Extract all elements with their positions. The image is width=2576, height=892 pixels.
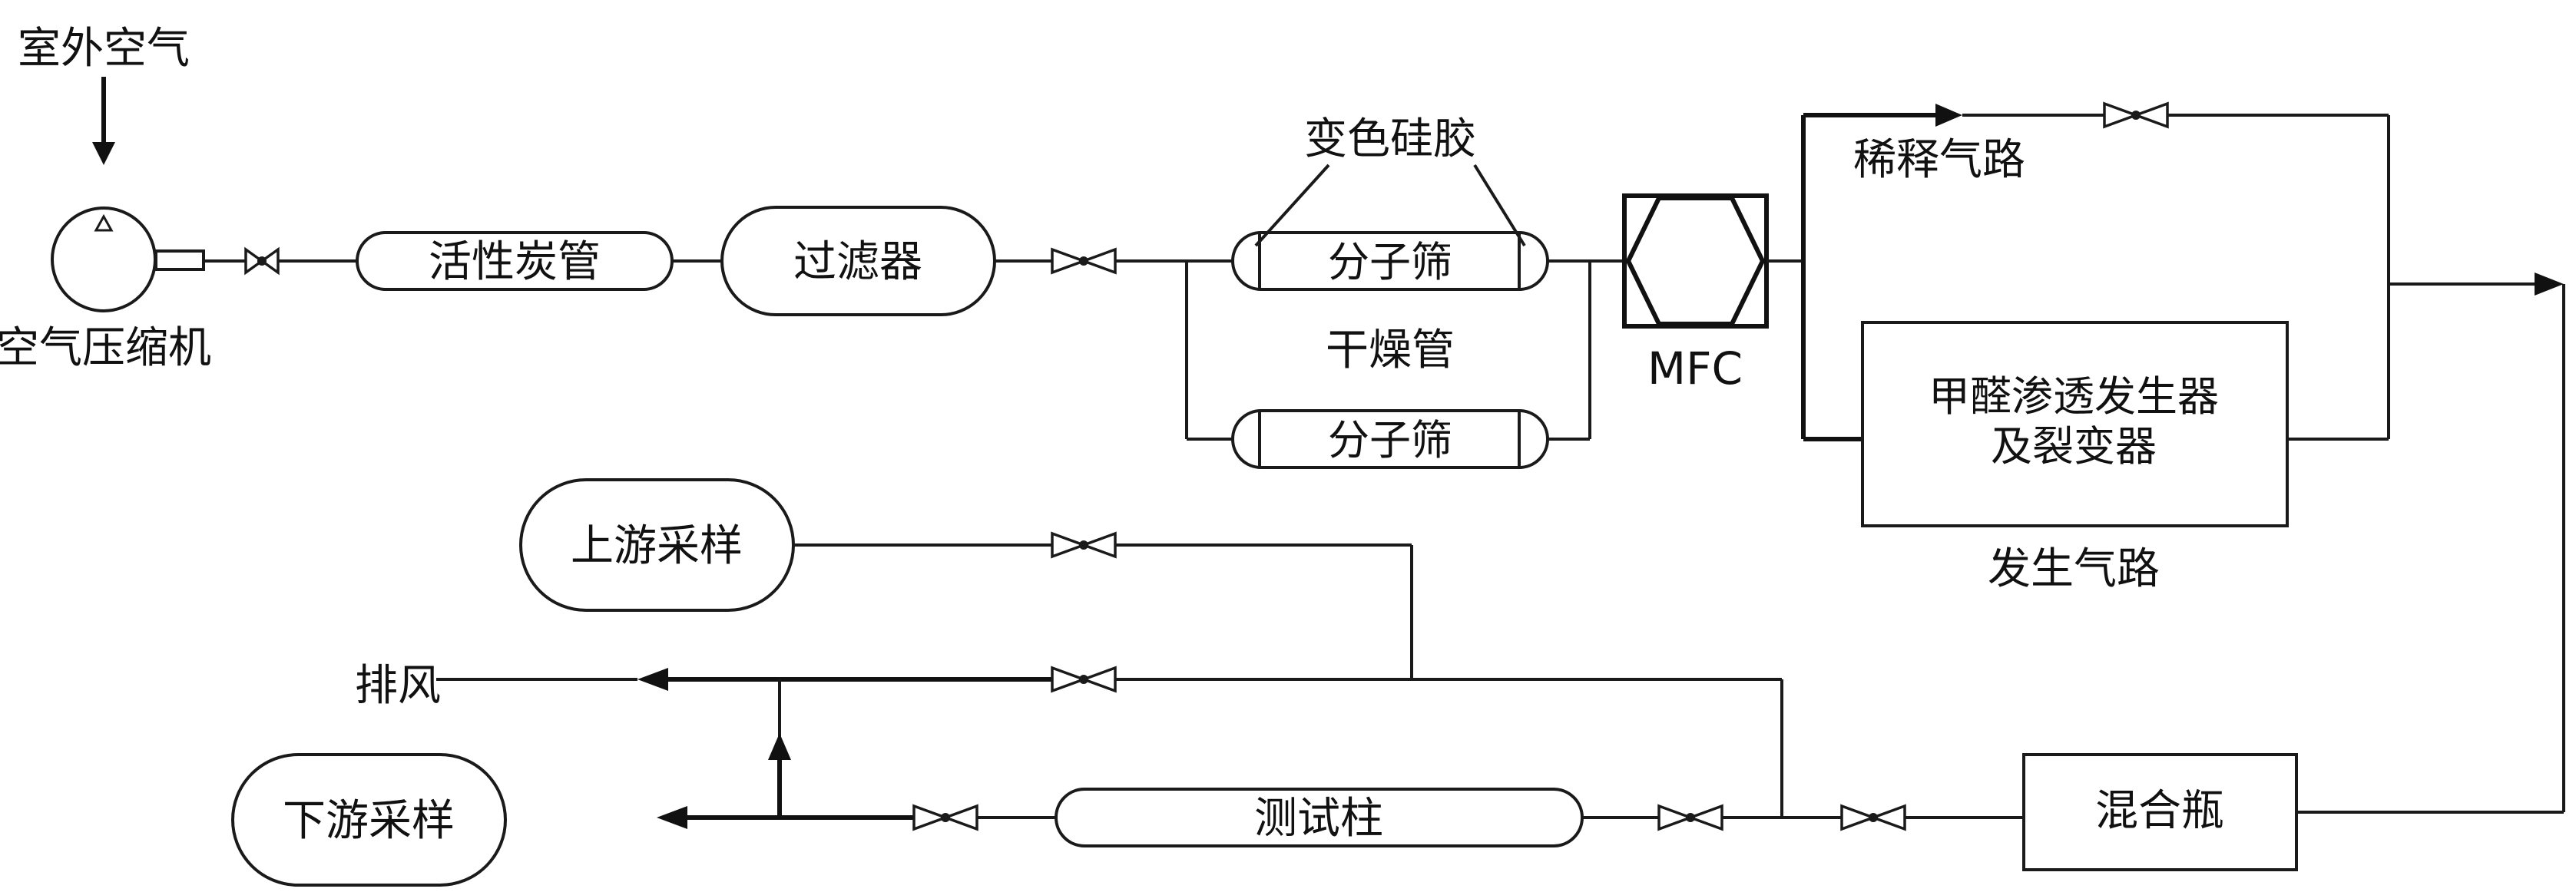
valve-8	[912, 804, 978, 831]
mfc-symbol	[1622, 193, 1769, 329]
valve-6	[1051, 531, 1117, 559]
downstream-sampling	[231, 753, 507, 887]
generator-label-line1: 甲醛渗透发生器	[1929, 372, 2219, 421]
upstream-sampling-label: 上游采样	[571, 521, 743, 571]
compressor-label: 空气压缩机	[0, 323, 211, 373]
valve-4	[1840, 804, 1906, 831]
downstream-arrow	[657, 806, 687, 829]
air-inlet-arrow	[92, 142, 115, 165]
silica-leader-right	[1473, 164, 1526, 247]
valve-3	[2103, 101, 2169, 129]
mixing-bottle	[2022, 753, 2298, 871]
outdoor-air-label: 室外空气	[18, 24, 190, 74]
mfc-label: MFC	[1647, 342, 1743, 395]
merge-arrow	[2535, 273, 2564, 296]
formaldehyde-generator	[1861, 321, 2289, 527]
color-silica-label: 变色硅胶	[1304, 114, 1476, 164]
compressor-outlet	[154, 249, 205, 271]
compressor-inlet-triangle	[94, 213, 114, 232]
valve-5	[1657, 804, 1723, 831]
activated-carbon-label: 活性炭管	[429, 237, 601, 287]
generation-path-label: 发生气路	[1988, 544, 2160, 594]
dilution-arrow	[1935, 104, 1962, 127]
dryer-label: 干燥管	[1326, 325, 1455, 375]
filter-label: 过滤器	[793, 237, 922, 287]
test-column-label: 测试柱	[1254, 794, 1383, 844]
mixing-bottle-label: 混合瓶	[2095, 786, 2224, 836]
exhaust-arrow	[637, 668, 668, 691]
bypass-up-arrow	[768, 733, 791, 760]
valve-1	[244, 246, 280, 276]
dilution-path-label: 稀释气路	[1853, 135, 2025, 185]
exhaust-label: 排风	[355, 661, 441, 711]
silica-leader-left	[1254, 164, 1330, 247]
sieve-bottom-label: 分子筛	[1328, 416, 1452, 464]
generator-label-line2: 及裂变器	[1991, 422, 2157, 471]
sieve-top-label: 分子筛	[1328, 238, 1452, 286]
valve-2	[1051, 247, 1117, 275]
downstream-sampling-label: 下游采样	[283, 796, 455, 846]
valve-7	[1051, 666, 1117, 693]
